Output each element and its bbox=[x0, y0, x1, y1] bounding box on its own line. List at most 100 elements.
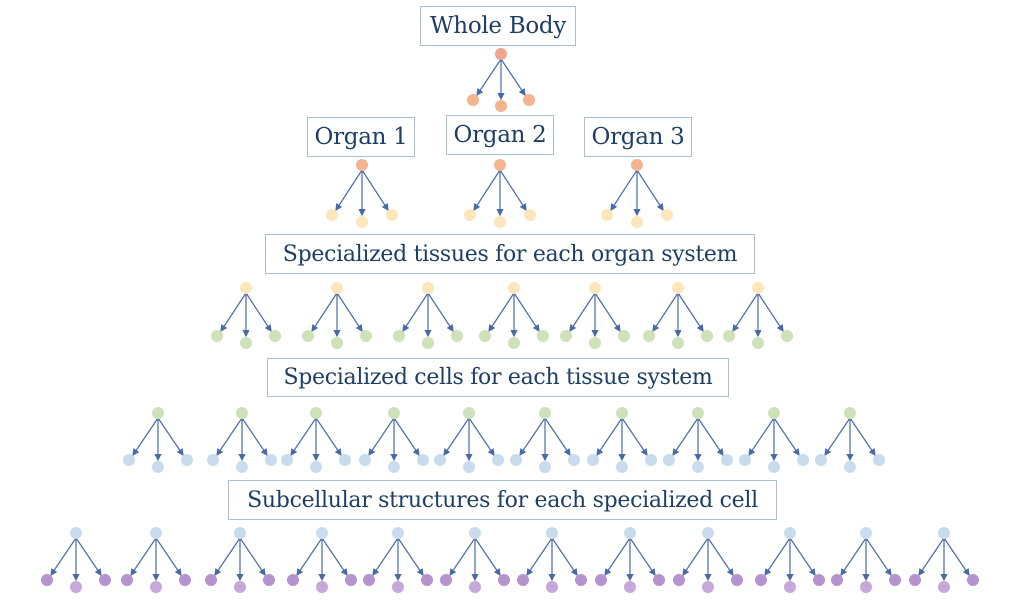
branch-arrow bbox=[245, 292, 272, 333]
branch-arrow bbox=[652, 292, 679, 333]
tissue-tree bbox=[560, 282, 630, 349]
branch-arrow bbox=[594, 292, 621, 333]
parent-node bbox=[422, 282, 434, 294]
parent-node bbox=[508, 282, 520, 294]
child-node-left bbox=[663, 454, 675, 466]
subcell-tree bbox=[595, 527, 665, 593]
child-node-middle bbox=[784, 581, 796, 593]
parent-node bbox=[463, 407, 475, 419]
subcell-tree bbox=[517, 527, 587, 593]
child-node-left bbox=[302, 330, 314, 342]
branch-arrow bbox=[865, 537, 892, 576]
child-node-left bbox=[393, 330, 405, 342]
branch-arrow bbox=[397, 537, 424, 576]
child-node-left bbox=[440, 574, 452, 586]
cell-tree bbox=[815, 407, 885, 473]
branch-arrow bbox=[311, 292, 338, 333]
branch-arrow bbox=[361, 169, 389, 212]
child-node-left bbox=[464, 209, 476, 221]
branch-arrow bbox=[393, 417, 420, 456]
child-node-middle bbox=[616, 461, 628, 473]
cell-tree-row bbox=[123, 407, 885, 473]
child-node-left bbox=[909, 574, 921, 586]
child-node-left bbox=[467, 94, 479, 106]
parent-node bbox=[150, 527, 162, 539]
child-node-right bbox=[721, 454, 733, 466]
cells-label: Specialized cells for each tissue system bbox=[267, 358, 729, 397]
branch-arrow bbox=[372, 537, 399, 576]
branch-arrow bbox=[764, 537, 791, 576]
body-tree-row bbox=[467, 48, 535, 112]
branch-arrow bbox=[155, 537, 182, 576]
child-node-left bbox=[815, 454, 827, 466]
child-node-middle bbox=[589, 337, 601, 349]
child-node-right bbox=[99, 574, 111, 586]
branch-arrow bbox=[132, 417, 159, 456]
branch-arrow bbox=[757, 292, 784, 333]
child-node-middle bbox=[672, 337, 684, 349]
branch-arrow bbox=[315, 417, 342, 456]
subcell-tree bbox=[755, 527, 825, 593]
child-node-right bbox=[575, 574, 587, 586]
child-node-middle bbox=[150, 581, 162, 593]
child-node-middle bbox=[331, 337, 343, 349]
child-node-right bbox=[653, 574, 665, 586]
child-node-right bbox=[873, 454, 885, 466]
child-node-right bbox=[492, 454, 504, 466]
branch-arrow bbox=[551, 537, 578, 576]
child-node-middle bbox=[752, 337, 764, 349]
child-node-left bbox=[123, 454, 135, 466]
child-node-right bbox=[263, 574, 275, 586]
parent-node bbox=[392, 527, 404, 539]
child-node-middle bbox=[495, 100, 507, 112]
branch-arrow bbox=[682, 537, 709, 576]
branch-arrow bbox=[789, 537, 816, 576]
child-node-right bbox=[345, 574, 357, 586]
parent-node bbox=[672, 282, 684, 294]
branch-arrow bbox=[214, 537, 241, 576]
subcell-tree bbox=[440, 527, 510, 593]
branch-arrow bbox=[636, 169, 664, 212]
child-node-left bbox=[831, 574, 843, 586]
branch-arrow bbox=[677, 292, 704, 333]
child-node-right bbox=[417, 454, 429, 466]
child-node-left bbox=[363, 574, 375, 586]
child-node-right bbox=[265, 454, 277, 466]
subcellular-label: Subcellular structures for each speciali… bbox=[228, 480, 777, 520]
branch-arrow bbox=[773, 417, 800, 456]
child-node-right bbox=[360, 330, 372, 342]
branch-arrow bbox=[621, 417, 648, 456]
child-node-left bbox=[434, 454, 446, 466]
child-node-middle bbox=[938, 581, 950, 593]
child-node-left bbox=[517, 574, 529, 586]
parent-node bbox=[356, 159, 368, 171]
subcell-tree bbox=[673, 527, 743, 593]
branch-arrow bbox=[500, 58, 526, 96]
child-node-middle bbox=[539, 461, 551, 473]
branch-arrow bbox=[220, 292, 247, 333]
subcell-tree bbox=[205, 527, 275, 593]
branch-arrow bbox=[216, 417, 243, 456]
child-node-right bbox=[269, 330, 281, 342]
child-node-left bbox=[739, 454, 751, 466]
child-node-right bbox=[181, 454, 193, 466]
branch-arrow bbox=[368, 417, 395, 456]
tissue-tree bbox=[302, 282, 372, 349]
branch-arrow bbox=[918, 537, 945, 576]
child-node-left bbox=[673, 574, 685, 586]
subcell-tree-row bbox=[41, 527, 979, 593]
parent-node bbox=[631, 159, 643, 171]
parent-node bbox=[469, 527, 481, 539]
child-node-left bbox=[41, 574, 53, 586]
child-node-left bbox=[207, 454, 219, 466]
parent-node bbox=[784, 527, 796, 539]
cell-tree bbox=[739, 407, 809, 473]
branch-arrow bbox=[290, 417, 317, 456]
branch-arrow bbox=[473, 169, 501, 212]
parent-node bbox=[768, 407, 780, 419]
branch-arrow bbox=[474, 537, 501, 576]
child-node-right bbox=[179, 574, 191, 586]
branch-arrow bbox=[321, 537, 348, 576]
